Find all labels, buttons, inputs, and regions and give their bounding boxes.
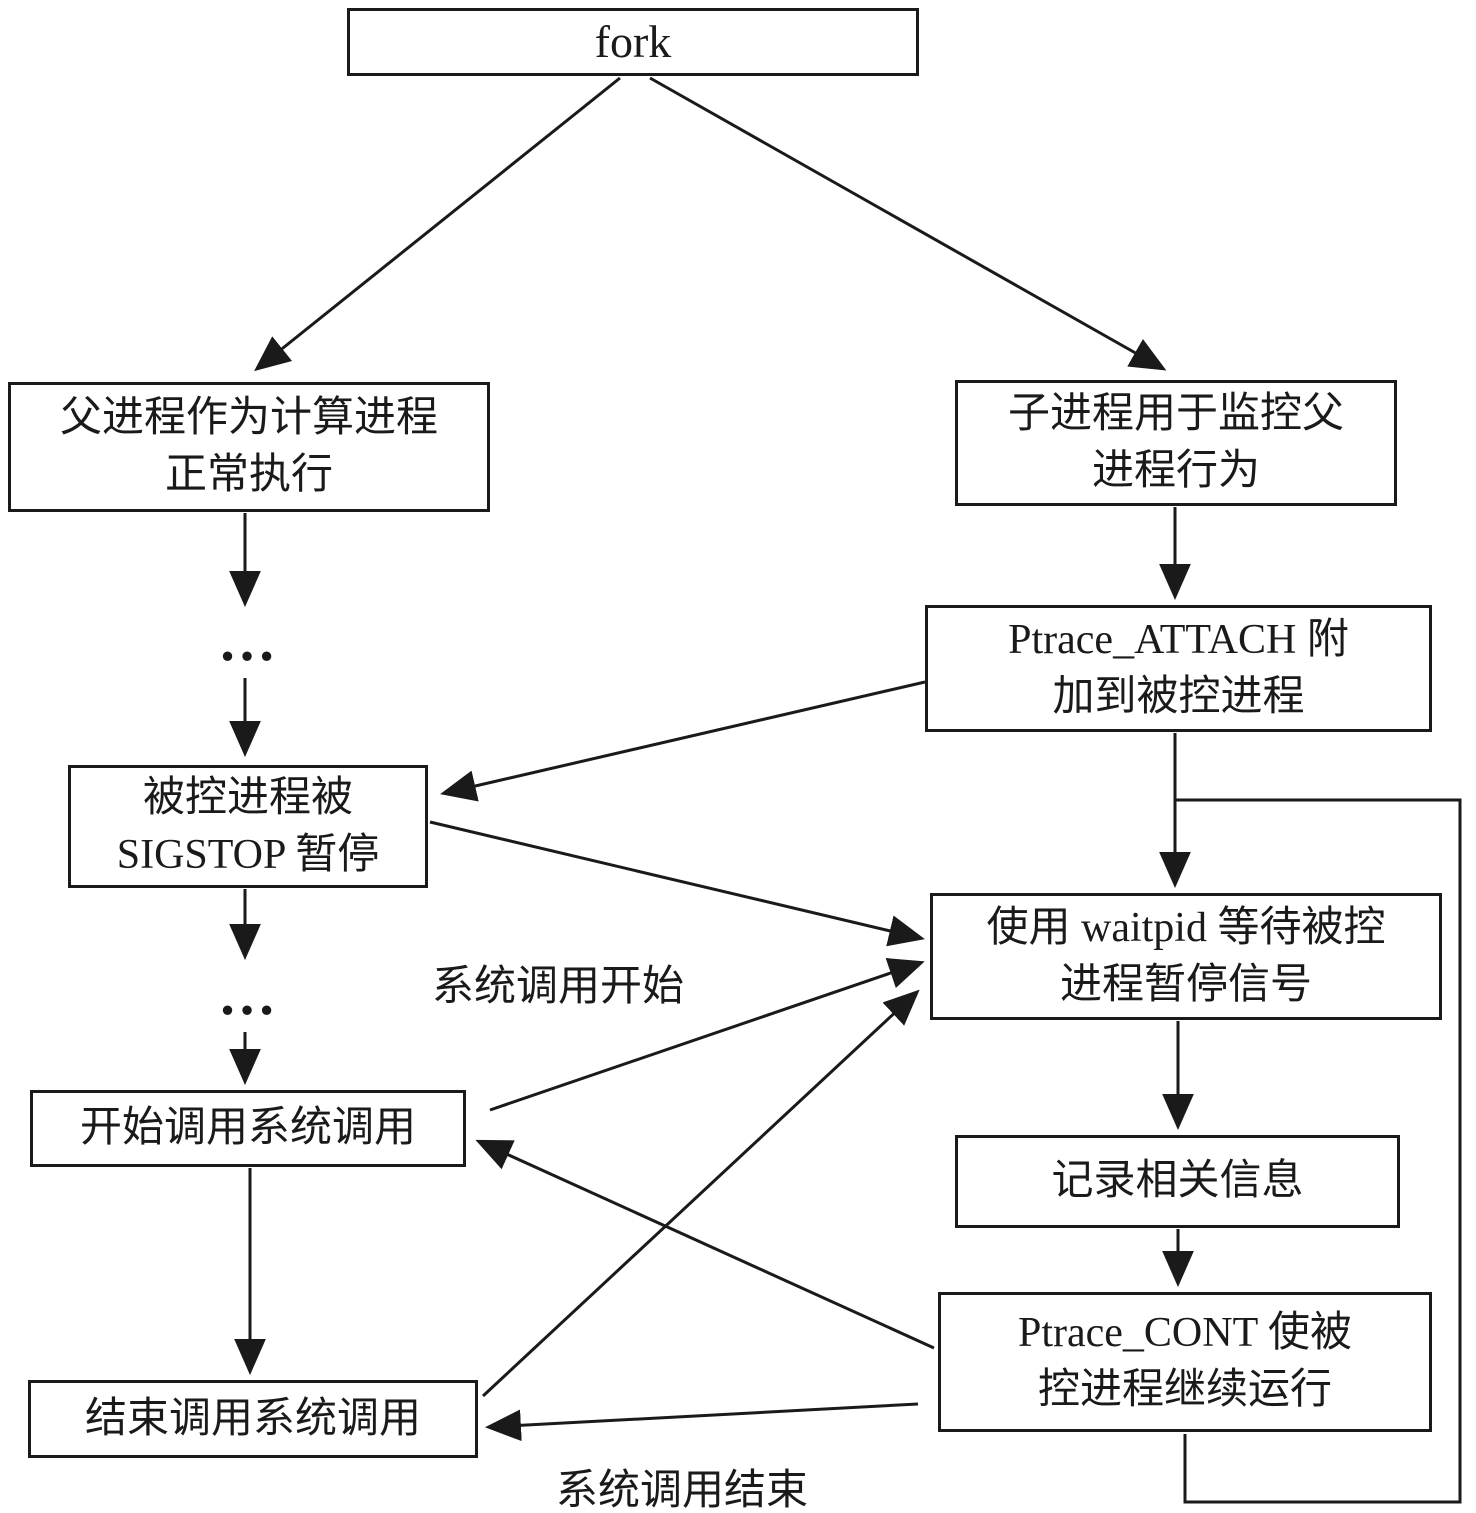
node-parent-process: 父进程作为计算进程 正常执行 <box>8 382 490 512</box>
arrow-cont-to-syscall-end <box>484 1402 919 1442</box>
node-record-info: 记录相关信息 <box>955 1135 1400 1228</box>
node-syscall-begin: 开始调用系统调用 <box>30 1090 466 1167</box>
ellipsis-2: … <box>218 962 276 1027</box>
arrow-attach-to-sigstop <box>440 680 926 802</box>
node-sigstop-pause: 被控进程被 SIGSTOP 暂停 <box>68 765 428 888</box>
node-child-process: 子进程用于监控父 进程行为 <box>955 380 1397 506</box>
arrow-fork-to-parent <box>254 76 621 372</box>
arrow-fork-to-child <box>649 76 1167 371</box>
node-fork: fork <box>347 8 919 76</box>
node-ptrace-attach: Ptrace_ATTACH 附 加到被控进程 <box>925 605 1432 732</box>
edge-label-syscall-end: 系统调用结束 <box>556 1468 809 1513</box>
arrow-sigstop-to-waitpid <box>429 820 925 947</box>
loop-cont-to-waitpid <box>1173 798 1462 1504</box>
edge-label-syscall-start: 系统调用开始 <box>432 964 685 1010</box>
ellipsis-1: … <box>218 608 276 673</box>
arrow-syscall-end-to-waitpid <box>481 989 920 1398</box>
arrow-cont-to-syscall-begin <box>475 1139 935 1350</box>
node-ptrace-cont: Ptrace_CONT 使被 控进程继续运行 <box>938 1292 1432 1432</box>
arrow-syscall-begin-to-waitpid <box>489 958 925 1112</box>
node-syscall-end: 结束调用系统调用 <box>28 1380 478 1458</box>
node-waitpid-wait: 使用 waitpid 等待被控 进程暂停信号 <box>930 893 1442 1020</box>
